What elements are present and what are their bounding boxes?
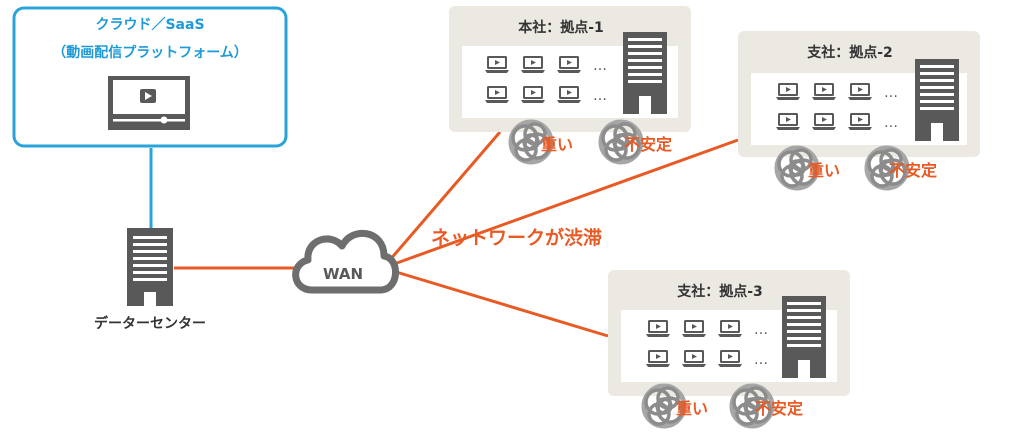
cloud-subtitle: （動画配信プラットフォーム） — [52, 44, 248, 61]
site-2-status-slow: 重い — [808, 161, 840, 180]
datacenter-server-icon — [127, 228, 173, 306]
ellipsis: … — [754, 322, 768, 338]
site-3-status-unstable: 不安定 — [755, 399, 803, 418]
site-1-building-icon — [623, 32, 667, 114]
ellipsis: … — [593, 58, 607, 74]
site-1-title: 本社：拠点-1 — [518, 19, 604, 36]
site-1: 本社：拠点-1 … … — [449, 6, 691, 132]
video-player-icon — [108, 76, 190, 130]
connection-lines — [149, 131, 739, 338]
site-2-title: 支社：拠点-2 — [806, 44, 893, 61]
site-3-building-icon — [782, 296, 826, 378]
site-2: 支社：拠点-2 … … — [738, 31, 980, 157]
site-3: 支社：拠点-3 … … — [608, 270, 850, 396]
ellipsis: … — [884, 85, 898, 101]
site-1-status-unstable: 不安定 — [624, 135, 672, 154]
cloud-title: クラウド／SaaS — [95, 17, 204, 33]
site-2-status: 重い 不安定 — [777, 148, 937, 188]
site-3-status-slow: 重い — [676, 399, 708, 418]
wan-site1-link — [381, 131, 502, 269]
wan-site2-link — [382, 138, 739, 270]
ellipsis: … — [754, 352, 768, 368]
site-1-laptops: … … — [485, 56, 607, 104]
site-2-laptops: … … — [776, 83, 898, 131]
network-congestion-label: ネットワークが渋滞 — [431, 226, 602, 249]
wan-cloud-icon: WAN — [292, 229, 399, 294]
datacenter-label: データーセンター — [94, 315, 206, 332]
wan-label: WAN — [323, 265, 363, 283]
ellipsis: … — [593, 88, 607, 104]
wan-site3-link — [382, 266, 609, 338]
cloud-saas-box: クラウド／SaaS （動画配信プラットフォーム） — [12, 6, 288, 148]
ellipsis: … — [884, 115, 898, 131]
site-3-status: 重い 不安定 — [644, 386, 803, 426]
site-3-laptops: … … — [646, 320, 768, 368]
site-3-title: 支社：拠点-3 — [676, 283, 763, 300]
site-2-status-unstable: 不安定 — [889, 161, 937, 180]
site-1-status: 重い 不安定 — [511, 122, 672, 162]
site-2-building-icon — [915, 59, 959, 141]
site-1-status-slow: 重い — [541, 135, 573, 154]
